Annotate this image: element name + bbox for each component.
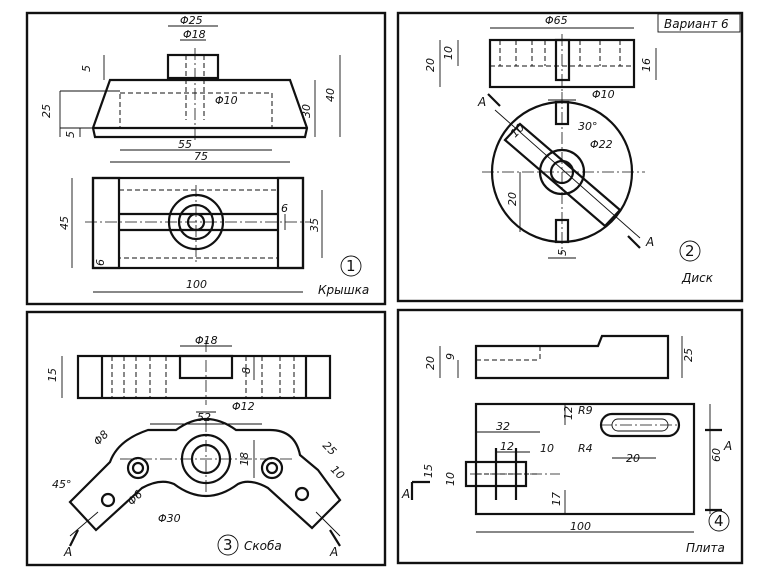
panel-caption: Плита xyxy=(686,541,725,555)
dim-label: 9 xyxy=(444,353,457,360)
section-mark-a: A xyxy=(401,487,410,501)
dim-label: 30 xyxy=(300,104,313,118)
dim-label: 45° xyxy=(52,478,72,491)
dim-label: 30° xyxy=(578,120,598,133)
section-mark-a: A xyxy=(723,439,732,453)
dim-label: 18 xyxy=(238,452,251,466)
panel-number-circle xyxy=(217,534,239,556)
dim-label: 100 xyxy=(186,278,207,291)
dim-label: 15 xyxy=(46,368,59,382)
dim-label: 12 xyxy=(562,406,575,420)
panel-number-circle xyxy=(708,510,730,532)
panel-2-frame xyxy=(396,11,744,303)
section-mark-a: A xyxy=(329,545,338,559)
dim-label: Φ22 xyxy=(590,138,613,151)
dim-label: Φ25 xyxy=(180,14,203,27)
dim-label: Φ65 xyxy=(545,14,568,27)
variant-box xyxy=(657,13,741,33)
dim-label: R4 xyxy=(578,442,593,455)
dim-label: Φ10 xyxy=(592,88,615,101)
dim-label: 60 xyxy=(710,448,723,462)
dim-label: 5 xyxy=(64,131,77,138)
dim-label: 12 xyxy=(500,440,514,453)
panel-caption: Крышка xyxy=(318,283,369,297)
cover-front-view xyxy=(59,25,341,163)
cover-dimensions: Φ25 Φ18 5 25 5 Φ10 40 30 55 75 45 6 35 6… xyxy=(40,14,337,291)
panel-1-frame xyxy=(25,11,387,306)
panel-number: 2 xyxy=(685,242,695,260)
dim-label: 32 xyxy=(496,420,510,433)
dim-label: 10 xyxy=(442,46,455,60)
dim-label: 25 xyxy=(320,439,339,458)
dim-label: 75 xyxy=(194,150,208,163)
dim-label: 25 xyxy=(682,348,695,362)
variant-label: Вариант 6 xyxy=(664,17,729,31)
dim-label: 100 xyxy=(570,520,591,533)
dim-label: 5 xyxy=(556,249,569,256)
disk-top-view xyxy=(482,92,645,259)
dim-label: Φ6 xyxy=(125,488,145,508)
panel-caption: Диск xyxy=(681,271,714,285)
dim-label: 55 xyxy=(178,138,192,151)
dim-label: 20 xyxy=(424,356,437,370)
dim-label: Φ30 xyxy=(158,512,181,525)
dim-label: 10 xyxy=(444,472,457,486)
dim-label: 5 xyxy=(80,65,93,72)
dim-label: 20 xyxy=(424,58,437,72)
dim-label: 8 xyxy=(240,367,253,374)
panel-2-disk: Вариант 6 xyxy=(396,11,744,303)
disk-side-view xyxy=(439,27,657,92)
dim-label: Φ8 xyxy=(91,428,111,448)
dim-label: 15 xyxy=(422,464,435,478)
dim-label: 20 xyxy=(506,192,519,206)
cover-top-view xyxy=(71,176,323,293)
plate-top-view xyxy=(410,402,722,533)
dim-label: Φ18 xyxy=(195,334,218,347)
dim-label: 10 xyxy=(328,463,347,482)
dim-label: Φ18 xyxy=(183,28,206,41)
panel-4-plate: 20 9 25 12 R9 32 R4 12 10 20 60 A 15 10 … xyxy=(396,308,744,565)
bracket-front-view xyxy=(61,340,332,413)
panel-number: 4 xyxy=(714,512,724,530)
panel-number-circle xyxy=(679,240,701,262)
plate-dimensions: 20 9 25 12 R9 32 R4 12 10 20 60 A 15 10 … xyxy=(401,348,732,533)
dim-label: Φ12 xyxy=(232,400,255,413)
dim-label: 25 xyxy=(40,104,53,118)
disk-dimensions: Φ65 10 20 16 A Φ10 10 30° Φ22 20 A 5 xyxy=(424,14,654,256)
dim-label: 52 xyxy=(197,411,211,424)
panel-3-frame xyxy=(25,310,387,567)
dim-label: 20 xyxy=(626,452,640,465)
plate-front-view xyxy=(439,334,683,380)
dim-label: R9 xyxy=(578,404,593,417)
panel-1-cover: Φ25 Φ18 5 25 5 Φ10 40 30 55 75 45 6 35 6… xyxy=(25,11,387,306)
panel-3-bracket: Φ18 15 8 Φ12 52 Φ8 18 25 45° 10 Φ6 Φ30 A… xyxy=(25,310,387,567)
panel-4-frame xyxy=(396,308,744,565)
dim-label: 6 xyxy=(281,202,288,215)
panel-number-circle xyxy=(340,255,362,277)
dim-label: 6 xyxy=(94,259,107,266)
dim-label: Φ10 xyxy=(215,94,238,107)
dim-label: 45 xyxy=(58,216,71,230)
section-mark-a: A xyxy=(477,95,486,109)
dim-label: 17 xyxy=(550,492,563,506)
section-mark-a: A xyxy=(63,545,72,559)
panel-number: 3 xyxy=(223,536,233,554)
bracket-top-view xyxy=(68,418,342,547)
dim-label: 10 xyxy=(540,442,554,455)
dim-label: 35 xyxy=(308,218,321,232)
panel-caption: Скоба xyxy=(244,539,282,553)
dim-label: 40 xyxy=(324,88,337,102)
dim-label: 16 xyxy=(640,58,653,72)
section-mark-a: A xyxy=(645,235,654,249)
panel-number: 1 xyxy=(346,257,356,275)
